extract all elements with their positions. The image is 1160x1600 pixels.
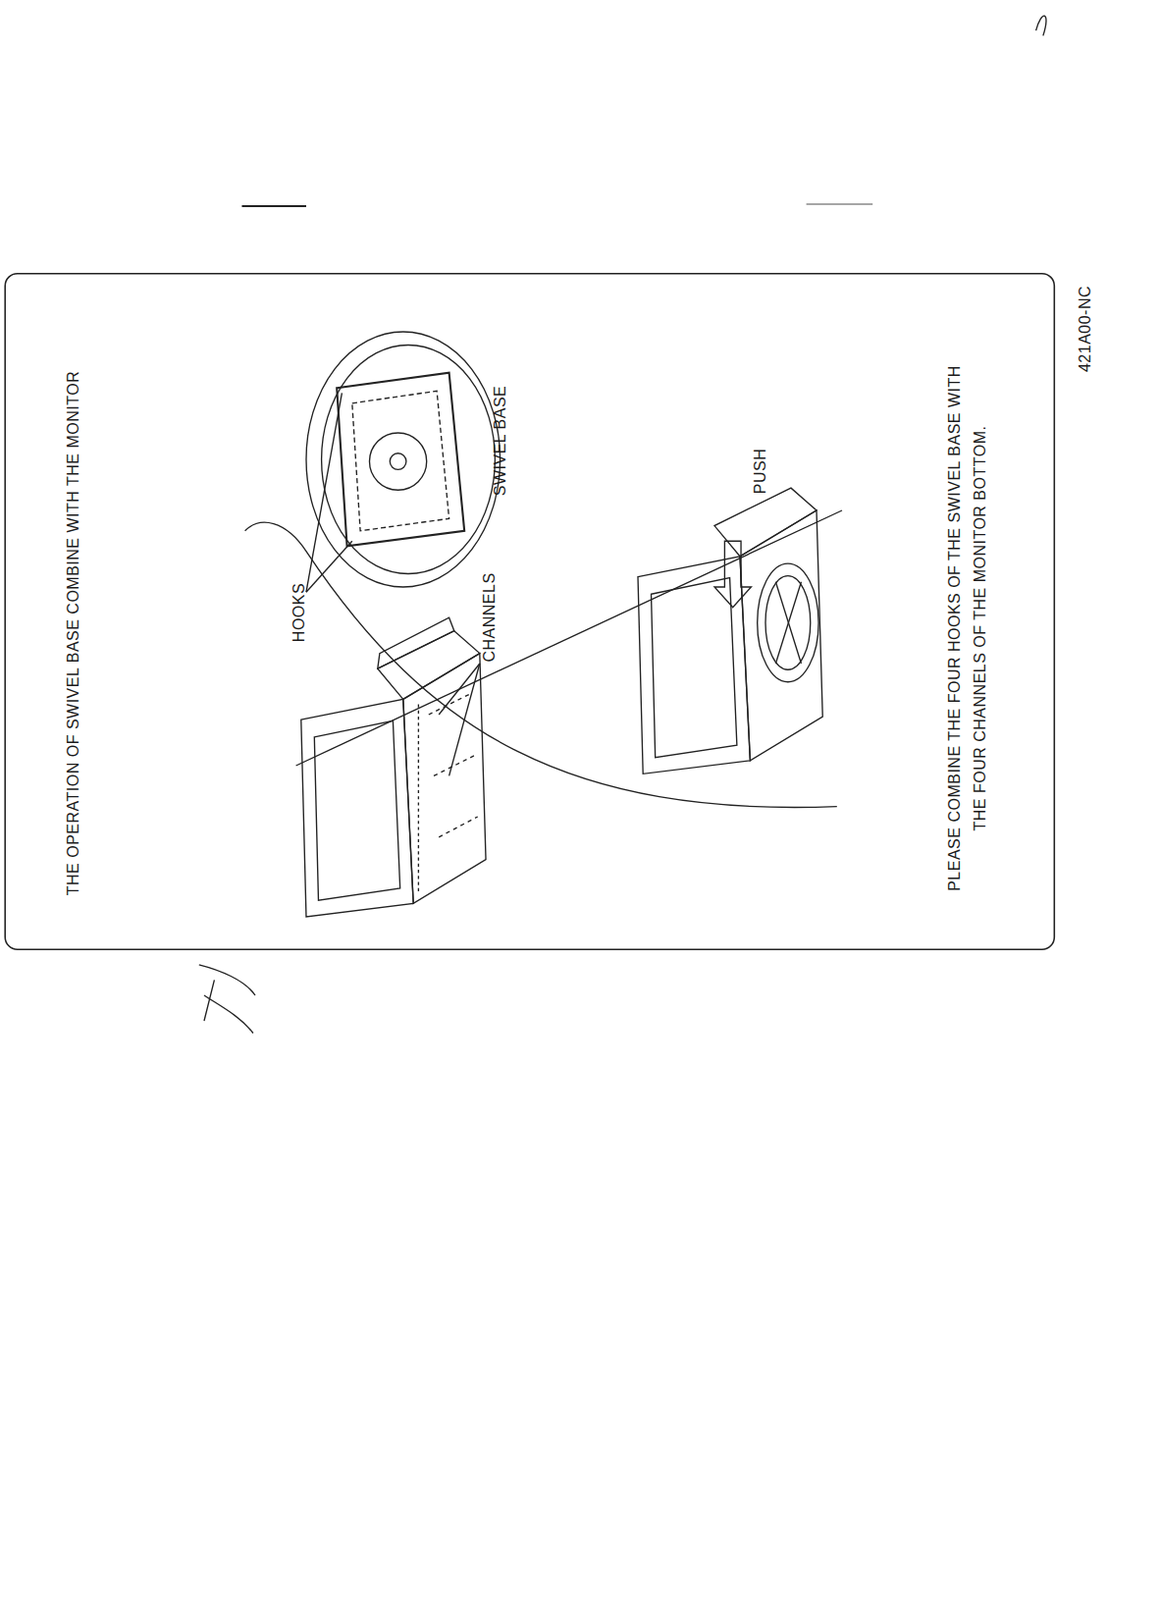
- document-code: 421A00-NC: [1076, 285, 1095, 372]
- caption: PLEASE COMBINE THE FOUR HOOKS OF THE SWI…: [942, 358, 994, 898]
- part-label: CHANNELS: [480, 573, 499, 663]
- title: THE OPERATION OF SWIVEL BASE COMBINE WIT…: [64, 370, 83, 896]
- action-label: PUSH: [751, 448, 770, 494]
- part-label: HOOKS: [290, 582, 309, 642]
- part-label: SWIVEL BASE: [491, 385, 510, 497]
